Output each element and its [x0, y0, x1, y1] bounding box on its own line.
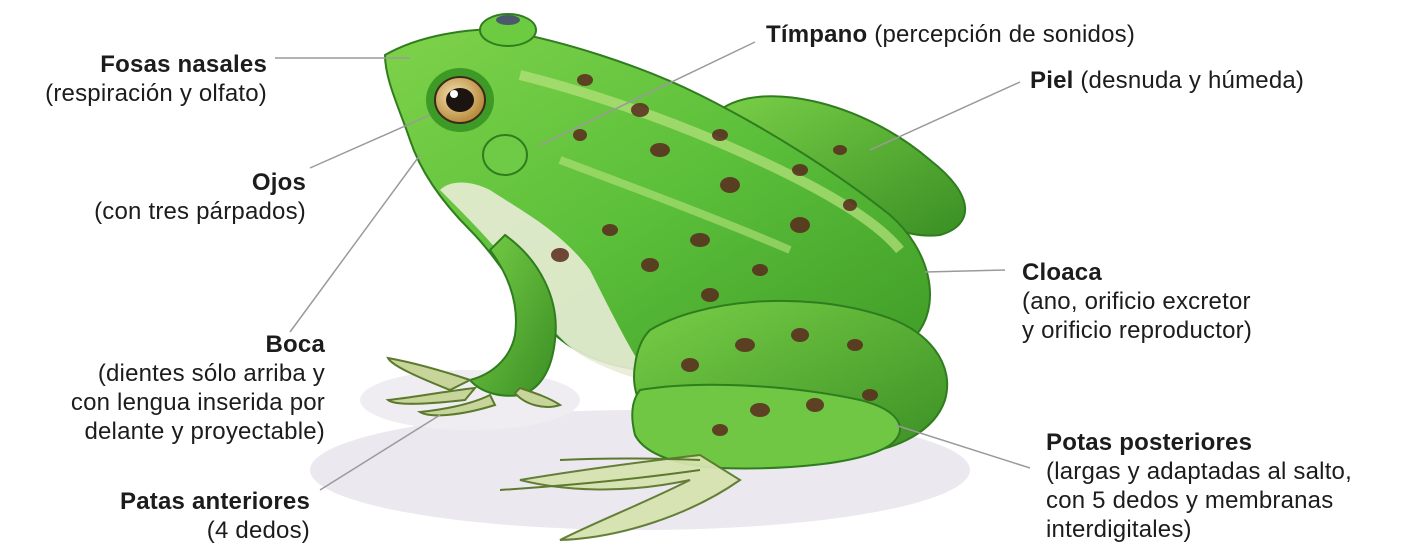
- label-boca: Boca (dientes sólo arriba y con lengua i…: [71, 330, 325, 446]
- label-potas-posteriores-desc-3: interdigitales): [1046, 515, 1352, 544]
- label-cloaca-desc-2: y orificio reproductor): [1022, 316, 1252, 345]
- label-timpano: Tímpano (percepción de sonidos): [766, 20, 1135, 49]
- leader-line-boca: [290, 155, 420, 332]
- label-cloaca-title: Cloaca: [1022, 258, 1252, 287]
- label-potas-posteriores-title: Potas posteriores: [1046, 428, 1352, 457]
- frog-eye: [426, 68, 494, 132]
- label-piel-title: Piel: [1030, 67, 1074, 94]
- label-ojos-title: Ojos: [94, 168, 306, 197]
- label-fosas-desc: (respiración y olfato): [45, 79, 267, 108]
- leader-line-cloaca: [925, 270, 1005, 272]
- label-timpano-title: Tímpano: [766, 21, 867, 48]
- label-timpano-desc: (percepción de sonidos): [867, 21, 1135, 48]
- label-piel-desc: (desnuda y húmeda): [1074, 67, 1305, 94]
- label-boca-title: Boca: [71, 330, 325, 359]
- label-potas-posteriores: Potas posteriores (largas y adaptadas al…: [1046, 428, 1352, 544]
- label-cloaca: Cloaca (ano, orificio excretor y orifici…: [1022, 258, 1252, 345]
- label-fosas-nasales: Fosas nasales (respiración y olfato): [45, 50, 267, 108]
- label-ojos-desc: (con tres párpados): [94, 197, 306, 226]
- label-boca-desc-1: (dientes sólo arriba y: [71, 359, 325, 388]
- frog-tympanum: [483, 135, 527, 175]
- label-ojos: Ojos (con tres párpados): [94, 168, 306, 226]
- label-patas-anteriores-desc: (4 dedos): [120, 516, 310, 545]
- label-boca-desc-3: delante y proyectable): [71, 417, 325, 446]
- label-potas-posteriores-desc-2: con 5 dedos y membranas: [1046, 486, 1352, 515]
- label-cloaca-desc-1: (ano, orificio excretor: [1022, 287, 1252, 316]
- label-fosas-title: Fosas nasales: [45, 50, 267, 79]
- leader-line-piel: [870, 82, 1020, 150]
- label-potas-posteriores-desc-1: (largas y adaptadas al salto,: [1046, 457, 1352, 486]
- label-patas-anteriores-title: Patas anteriores: [120, 487, 310, 516]
- label-patas-anteriores: Patas anteriores (4 dedos): [120, 487, 310, 545]
- label-boca-desc-2: con lengua inserida por: [71, 388, 325, 417]
- label-piel: Piel (desnuda y húmeda): [1030, 66, 1304, 95]
